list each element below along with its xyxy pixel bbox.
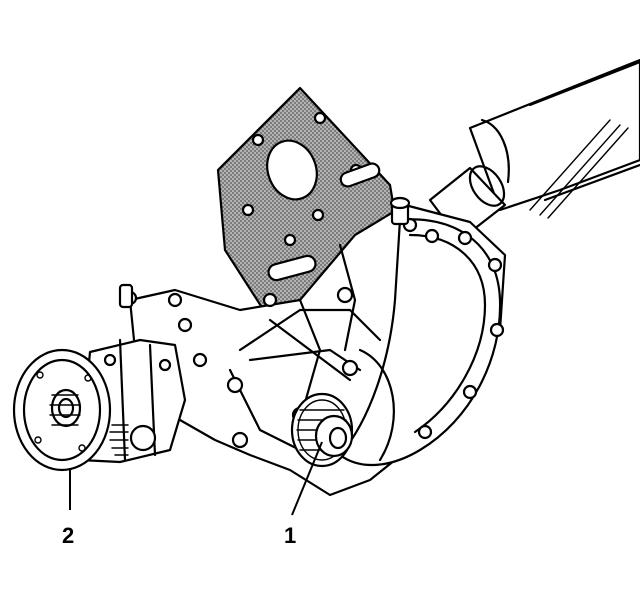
callout-2: 2 [62, 523, 74, 548]
mounting-plate [216, 86, 397, 332]
transaxle-case [118, 196, 507, 497]
callout-1: 1 [284, 523, 296, 548]
axle-shaft [428, 58, 640, 242]
plate-center-hole [266, 139, 318, 201]
output-gear [290, 392, 354, 468]
pulley-assembly [12, 338, 187, 472]
leader-line-1 [291, 441, 323, 516]
